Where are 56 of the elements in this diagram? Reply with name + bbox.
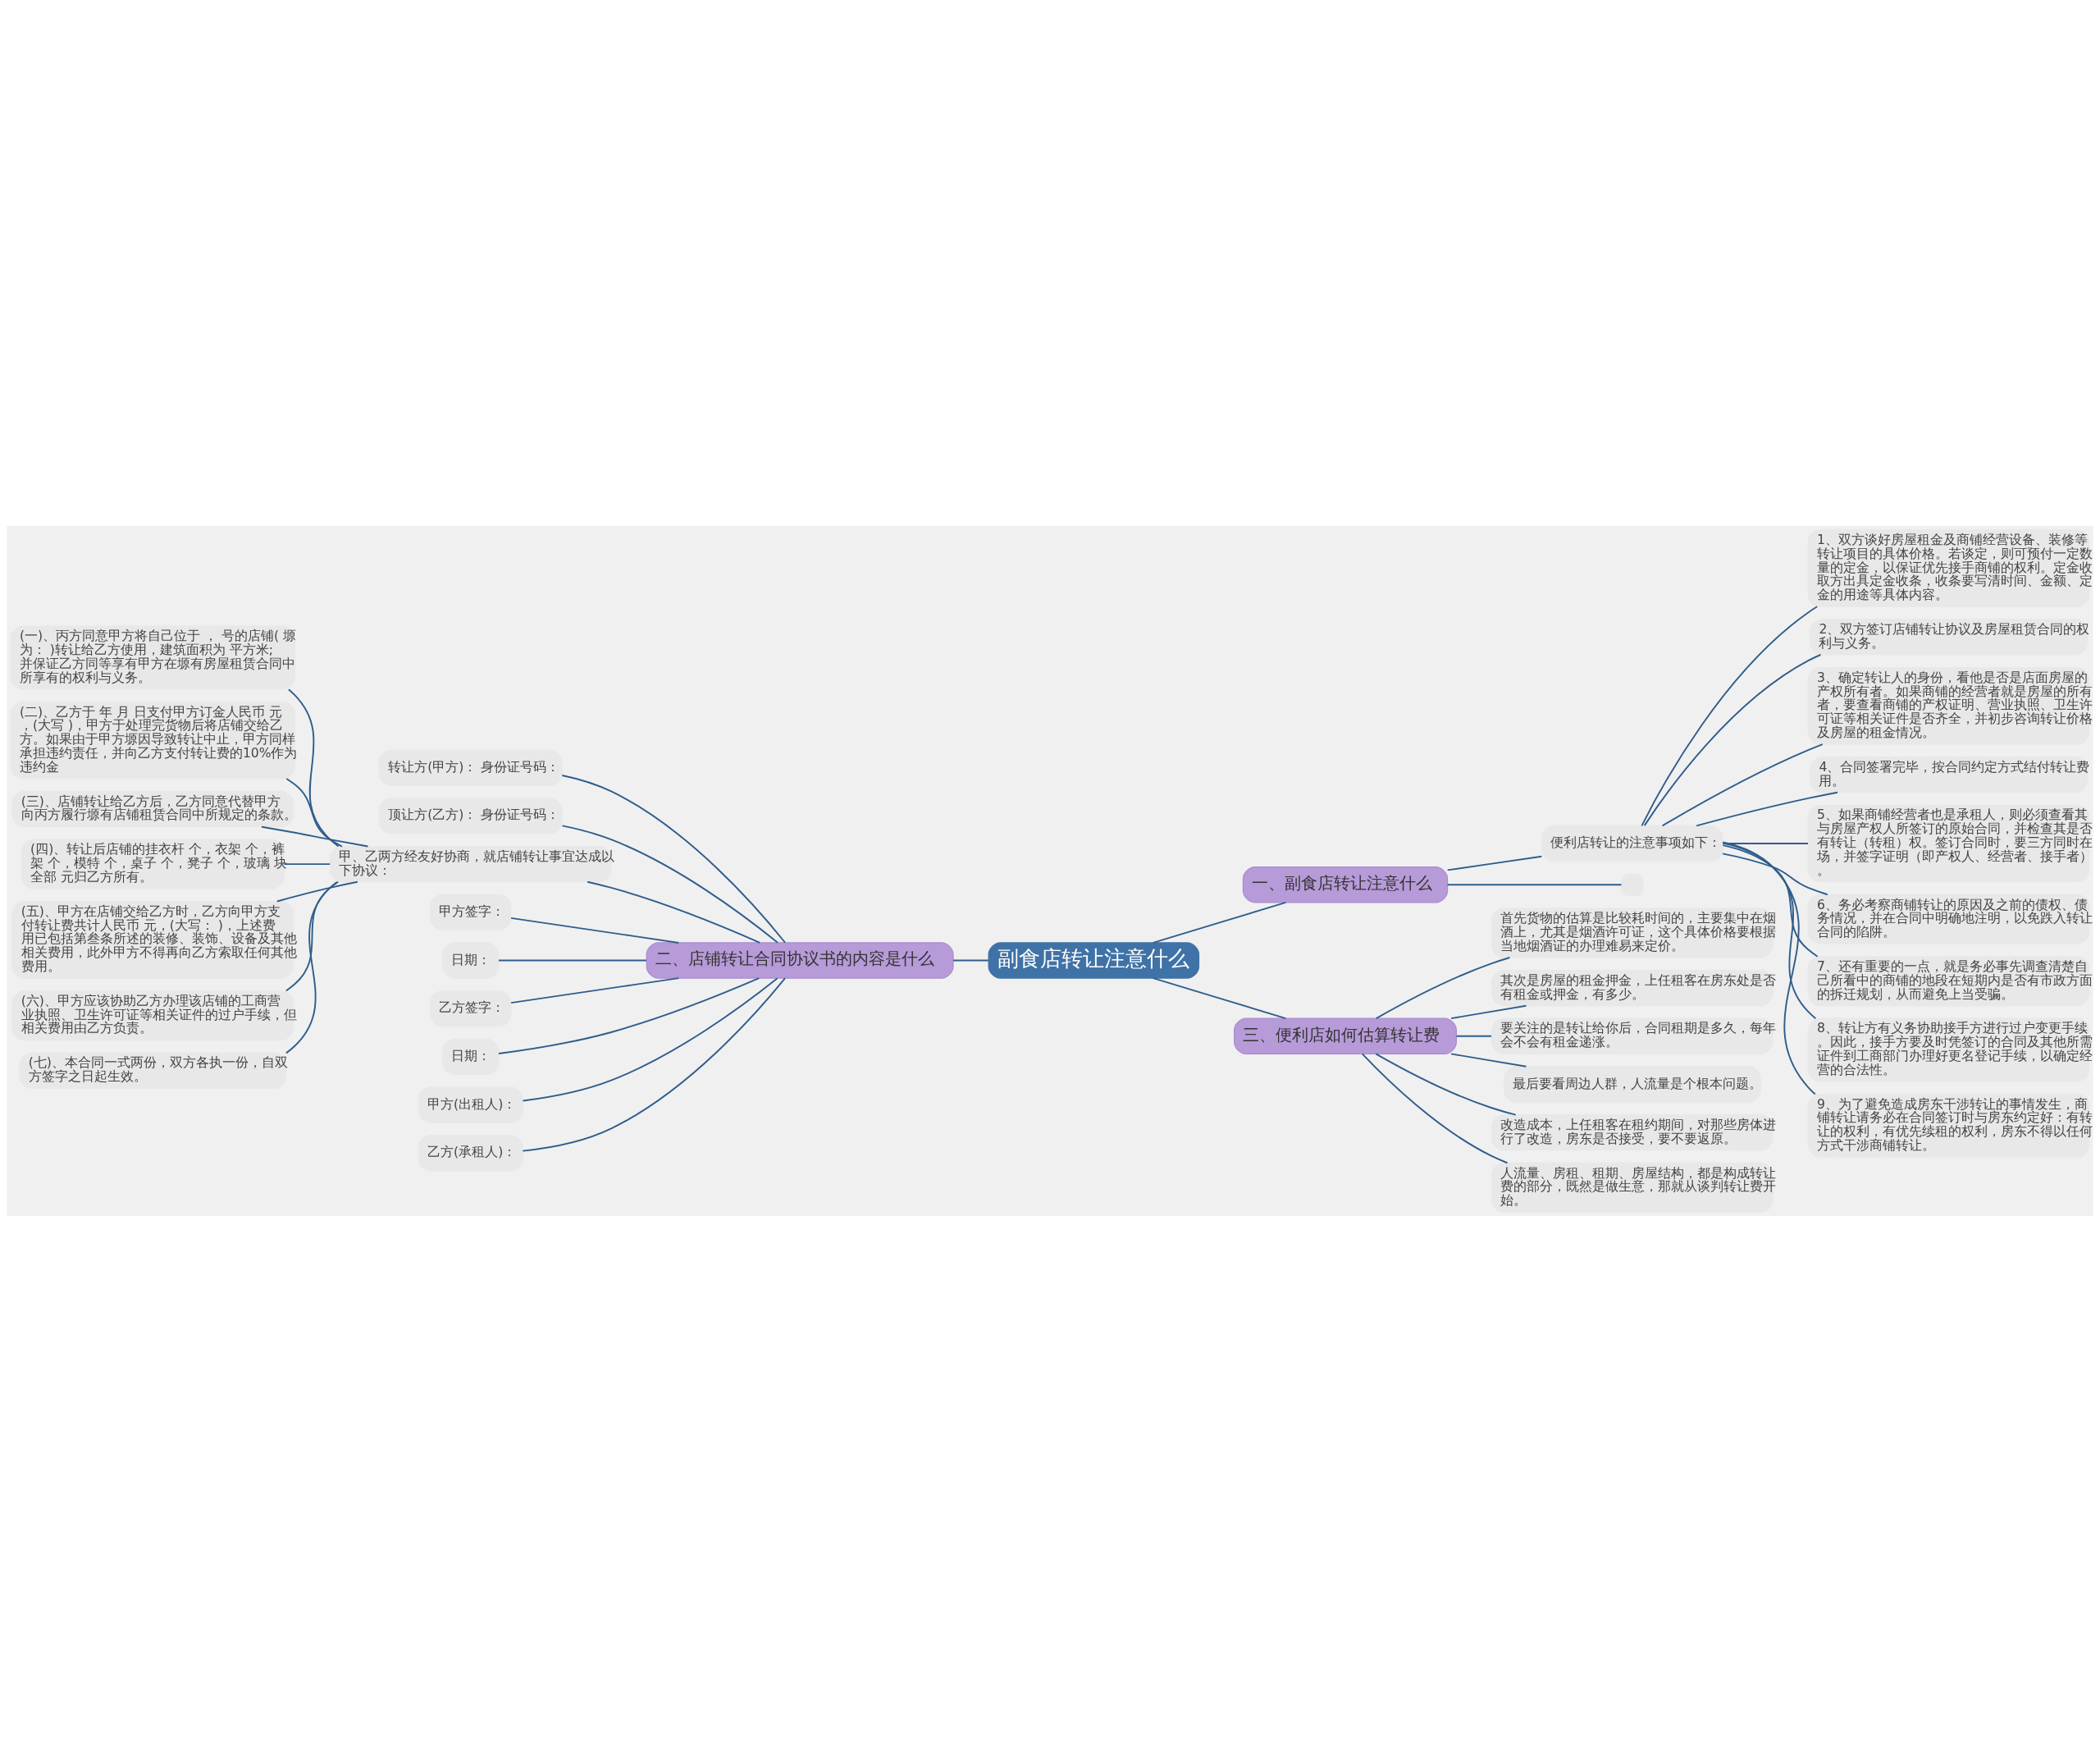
connector bbox=[522, 977, 786, 1152]
connector bbox=[561, 775, 787, 944]
connector bbox=[522, 977, 778, 1102]
node-box: 便利店转让的注意事项如下： bbox=[1541, 825, 1723, 862]
node-box: 副食店转让注意什么 bbox=[988, 942, 1200, 979]
node-box: 日期： bbox=[442, 1038, 500, 1076]
node-box: (七)、本合同一式两份，双方各执一份，自双方签字之日起生效。 bbox=[19, 1052, 287, 1089]
connector bbox=[510, 977, 680, 1004]
node-box: 顶让方(乙方)： 身份证号码： bbox=[378, 798, 563, 834]
connector bbox=[510, 917, 680, 944]
connector bbox=[498, 959, 647, 962]
connector bbox=[561, 825, 778, 944]
node-box bbox=[1621, 873, 1644, 897]
connector bbox=[285, 881, 338, 1054]
connector bbox=[1722, 842, 1817, 1020]
connector bbox=[1450, 1053, 1527, 1068]
connector bbox=[1375, 957, 1511, 1020]
node-box: 一、副食店转让注意什么 bbox=[1242, 866, 1449, 903]
connector bbox=[1696, 791, 1838, 827]
connector bbox=[1446, 884, 1623, 886]
connector bbox=[276, 880, 358, 903]
connector bbox=[1152, 977, 1287, 1020]
connector bbox=[1722, 841, 1816, 1095]
connector bbox=[1152, 901, 1287, 944]
connector bbox=[285, 880, 340, 992]
connector bbox=[1361, 1053, 1509, 1164]
node-box: 三、便利店如何估算转让费 bbox=[1234, 1017, 1457, 1054]
node-box: 最后要看周边人群，人流量是个根本问题。 bbox=[1503, 1066, 1761, 1103]
connector bbox=[1446, 855, 1543, 871]
connector bbox=[587, 880, 761, 944]
connector bbox=[260, 825, 369, 848]
connector bbox=[1455, 1035, 1492, 1037]
connector bbox=[287, 688, 340, 848]
connector bbox=[1722, 853, 1828, 896]
connector bbox=[952, 959, 989, 962]
node-box: 甲方签字： bbox=[430, 894, 512, 930]
node-box: 转让方(甲方)： 身份证号码： bbox=[378, 749, 563, 786]
node-box: (二)、乙方于 年 月 日支付甲方订金人民币 元，(大写 )，甲方于处理完货物后将店铺交给乙方。如果由于甲方塬因导致转让中止，甲方同样承担违约责任，并向乙方支付转让费的10%作为违约金 bbox=[10, 701, 295, 780]
connector bbox=[283, 863, 331, 866]
connector bbox=[1661, 743, 1824, 827]
connector bbox=[498, 977, 760, 1054]
node-box: 日期： bbox=[442, 942, 500, 979]
connector bbox=[1641, 606, 1819, 827]
node-box: (一)、丙方同意甲方将自己位于 ， 号的店铺( 塬为： )转让给乙方使用，建筑面积为 平方米;并保证乙方同等享有甲方在塬有房屋租赁合同中所享有的权利与义务。 bbox=[10, 625, 295, 690]
connector bbox=[1722, 844, 1819, 958]
node-box: 乙方签字： bbox=[430, 990, 512, 1027]
node-box: 2、双方签订店铺转让协议及房屋租赁合同的权利与义务。 bbox=[1810, 619, 2089, 656]
connector bbox=[1375, 1053, 1517, 1116]
connector bbox=[1643, 654, 1822, 827]
node-box: 甲方(出租人)： bbox=[418, 1086, 523, 1123]
connector bbox=[1450, 1004, 1527, 1020]
connector bbox=[285, 778, 343, 848]
node-box: 乙方(承租人)： bbox=[418, 1135, 523, 1172]
node-box: 二、店铺转让合同协议书的内容是什么 bbox=[646, 942, 954, 979]
node-box: (三)、店铺转让给乙方后，乙方同意代替甲方向丙方履行塬有店铺租赁合同中所规定的条款。 bbox=[11, 790, 294, 828]
node-box: 4、合同签署完毕，按合同约定方式结付转让费用。 bbox=[1810, 756, 2089, 793]
